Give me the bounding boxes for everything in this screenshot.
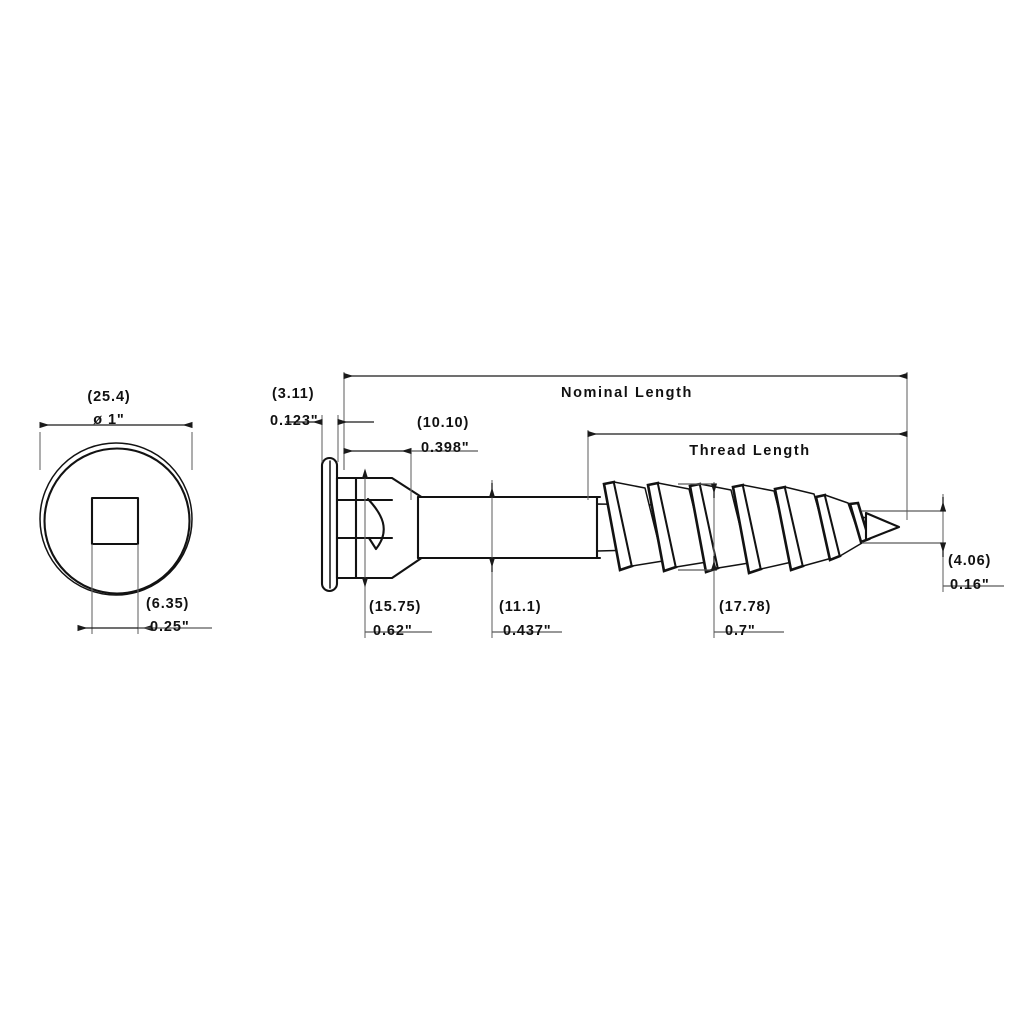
square-drive-socket — [90, 496, 140, 546]
dim-metric-shank-diameter: (11.1) — [499, 599, 541, 615]
dim-imperial-socket-front: 0.25" — [150, 619, 190, 635]
dimension-thread-length: Thread Length — [587, 430, 908, 500]
side-view-group: Nominal Length Thread Length (3.11) 0.12… — [270, 372, 1004, 639]
screw-head — [335, 476, 425, 580]
dimension-thread-diameter: (17.78) 0.7" — [678, 482, 784, 639]
dimension-socket-front: (6.35) 0.25" — [77, 544, 212, 635]
socket-nib-curve — [366, 497, 385, 551]
dimension-head-diameter-side: (15.75) 0.62" — [361, 468, 432, 639]
dim-metric-socket-front: (6.35) — [146, 596, 189, 612]
dim-imperial-head-diameter-front: ø 1" — [93, 412, 124, 428]
dim-metric-head-height: (10.10) — [417, 415, 469, 431]
dim-metric-washer-thickness: (3.11) — [272, 386, 314, 402]
washer-plate — [320, 456, 339, 593]
head-outer-circle — [43, 447, 191, 595]
washer-outer-circle — [39, 442, 193, 596]
screw-tip-cone — [864, 511, 901, 542]
dim-metric-thread-diameter: (17.78) — [719, 599, 771, 615]
dimension-washer-thickness: (3.11) 0.123" — [270, 386, 374, 462]
dim-imperial-head-height: 0.398" — [421, 440, 470, 456]
dimension-head-height: (10.10) 0.398" — [343, 415, 478, 500]
shank-outline — [416, 495, 599, 560]
dimension-tip-diameter: (4.06) 0.16" — [862, 494, 1004, 593]
thread-section — [596, 480, 901, 575]
dim-metric-head-diameter-side: (15.75) — [369, 599, 421, 615]
front-view-group: (25.4) ø 1" (6.35) 0.25" — [39, 389, 212, 635]
dim-imperial-washer-thickness: 0.123" — [270, 413, 319, 429]
dimension-shank-diameter: (11.1) 0.437" — [488, 480, 562, 639]
label-thread-length: Thread Length — [689, 443, 811, 459]
dim-imperial-shank-diameter: 0.437" — [503, 623, 552, 639]
label-nominal-length: Nominal Length — [561, 385, 693, 401]
shank — [416, 495, 602, 560]
dim-metric-tip-diameter: (4.06) — [948, 553, 991, 569]
dim-imperial-thread-diameter: 0.7" — [725, 623, 756, 639]
dim-imperial-tip-diameter: 0.16" — [950, 577, 990, 593]
dim-metric-head-diameter-front: (25.4) — [87, 389, 130, 405]
head-outline — [335, 476, 425, 580]
dimension-head-diameter-front: (25.4) ø 1" — [39, 389, 193, 470]
dim-imperial-head-diameter-side: 0.62" — [373, 623, 413, 639]
